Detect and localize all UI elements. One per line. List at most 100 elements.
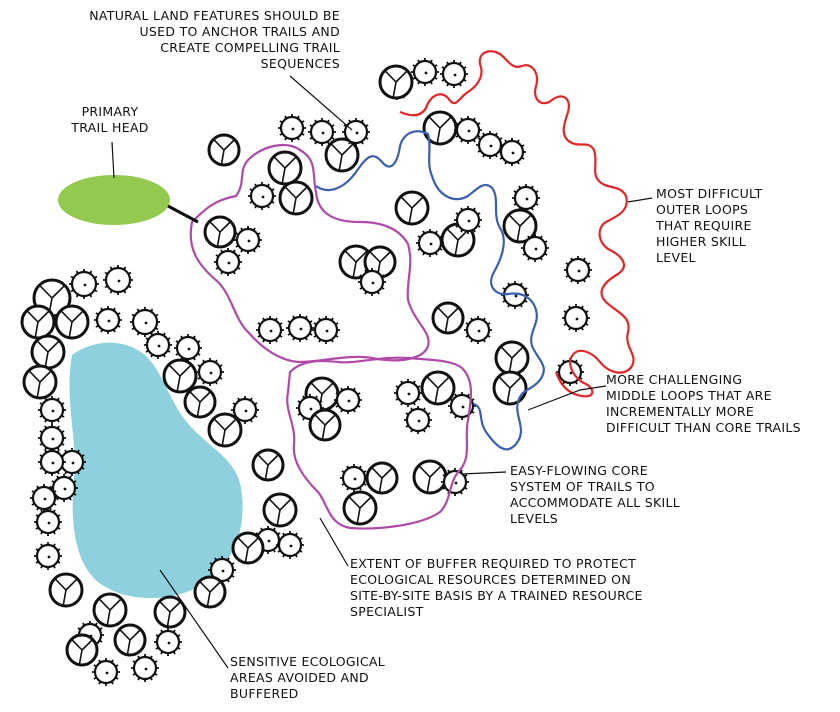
shrub-center: [83, 283, 87, 287]
shrub-canopy: [477, 132, 503, 158]
tree-symbol-large: [153, 595, 187, 629]
shrub-texture: [30, 484, 58, 512]
tree-symbol-large: [420, 370, 456, 406]
shrub-canopy: [132, 655, 158, 681]
leader-outer-loops: [627, 197, 653, 203]
leader-natural-features: [289, 75, 353, 131]
shrub-texture: [234, 226, 262, 254]
shrub-canopy: [39, 397, 65, 423]
leader-core-trails: [461, 471, 507, 475]
shrub-center: [221, 569, 225, 573]
tree-branches: [436, 306, 460, 333]
tree-symbol-large: [22, 364, 58, 400]
tree-symbol-small: [334, 386, 362, 414]
tree-symbol-small: [454, 116, 482, 144]
tree-branches: [330, 143, 354, 171]
shrub-texture: [454, 206, 482, 234]
tree-symbol-small: [440, 60, 468, 88]
shrub-center: [347, 399, 351, 403]
shrub-texture: [394, 379, 422, 407]
tree-branches: [98, 598, 122, 626]
core-trail-loop-north: [189, 143, 430, 364]
shrub-center: [407, 392, 411, 396]
shrub-texture: [278, 114, 306, 142]
tree-symbol-large: [502, 208, 538, 244]
shrub-canopy: [405, 407, 431, 433]
tree-symbol-large: [308, 408, 342, 442]
shrub-texture: [248, 182, 276, 210]
shrub-texture: [411, 58, 439, 86]
tree-symbol-large: [92, 592, 128, 628]
shrub-center: [289, 544, 293, 548]
tree-symbol-small: [144, 331, 172, 359]
tree-symbol-large: [183, 385, 217, 419]
leader-middle-loops: [527, 385, 607, 411]
tree-branches: [168, 364, 192, 392]
shrub-canopy: [309, 119, 335, 145]
tree-symbol-small: [562, 304, 590, 332]
shrub-center: [291, 127, 295, 131]
leader-lines-group: [111, 75, 653, 669]
tree-branches: [268, 498, 292, 526]
shrub-center: [71, 461, 75, 465]
shrub-texture: [440, 60, 468, 88]
shrub-texture: [276, 531, 304, 559]
tree-symbol-small: [312, 316, 340, 344]
tree-branches: [500, 346, 524, 374]
trail-head-connector: [167, 204, 199, 224]
tree-symbol-large: [231, 531, 265, 565]
tree-branches: [158, 600, 182, 627]
shrub-center: [267, 539, 271, 543]
tree-symbol-small: [130, 307, 160, 337]
shrub-canopy: [70, 270, 98, 298]
shrub-center: [43, 497, 47, 501]
tree-symbol-large: [422, 110, 458, 146]
shrub-canopy: [131, 308, 159, 336]
shrub-canopy: [249, 183, 275, 209]
shrub-center: [247, 239, 251, 243]
tree-branches: [70, 638, 94, 665]
shrub-canopy: [31, 485, 57, 511]
tree-symbol-small: [30, 484, 58, 512]
shrub-canopy: [441, 61, 467, 87]
shrub-texture: [34, 508, 62, 536]
tree-symbol-large: [207, 133, 241, 167]
shrub-canopy: [499, 139, 525, 165]
tree-symbol-large: [324, 137, 360, 173]
tree-symbol-large: [193, 575, 227, 609]
tree-symbol-small: [231, 396, 259, 424]
shrub-texture: [103, 265, 133, 295]
shrub-canopy: [35, 509, 61, 535]
primary-trail-head: [58, 175, 170, 225]
tree-symbol-small: [404, 406, 432, 434]
shrub-texture: [154, 628, 182, 656]
shrub-center: [299, 327, 303, 331]
label-buffer-extent: EXTENT OF BUFFER REQUIRED TO PROTECT ECO…: [350, 556, 643, 619]
tree-branches: [418, 465, 442, 493]
shrub-canopy: [232, 397, 258, 423]
tree-symbol-small: [58, 448, 86, 476]
core-trail-loop-south: [286, 356, 473, 530]
tree-symbol-small: [411, 58, 439, 86]
shrub-texture: [521, 234, 549, 262]
shrub-canopy: [565, 257, 591, 283]
shrub-canopy: [313, 317, 339, 343]
shrub-texture: [214, 248, 242, 276]
shrub-texture: [498, 138, 526, 166]
shrub-center: [144, 667, 148, 671]
tree-symbol-large: [162, 358, 198, 394]
shrub-canopy: [412, 59, 438, 85]
tree-branches: [118, 628, 142, 655]
tree-branches: [212, 138, 236, 165]
shrub-center: [209, 371, 213, 375]
shrub-canopy: [145, 332, 171, 358]
tree-symbol-small: [512, 184, 540, 212]
shrub-canopy: [95, 307, 121, 333]
tree-symbol-small: [214, 248, 242, 276]
shrub-center: [261, 195, 265, 199]
shrub-center: [417, 419, 421, 423]
tree-symbol-large: [378, 64, 414, 100]
shrub-canopy: [235, 227, 261, 253]
